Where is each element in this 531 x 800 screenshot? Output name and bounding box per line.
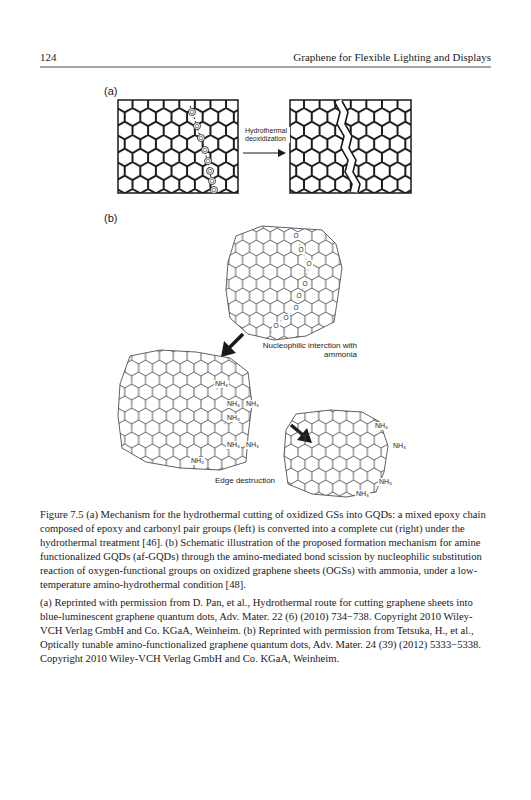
oxygen-label: O [208,168,212,174]
amine-label: NH₃ [226,400,241,408]
oxygen-label: O [199,135,203,141]
amine-label: NH₃ [214,380,229,388]
step-label: Nucleophilic interction with ammonia [256,341,358,359]
panel-label: (b) [104,212,117,225]
oxygen-label: O [212,187,216,193]
amine-label: NH₃ [245,400,260,408]
arrow-label: Hydrothermal deoxidization [244,127,290,143]
oxygen-label: O [305,260,312,267]
amine-label: NH₃ [392,442,407,450]
amine-label: NH₃ [190,457,205,465]
oxygen-label: O [203,147,207,153]
oxygen-label: O [301,280,308,287]
amine-label: NH₃ [245,441,260,449]
permission-note: (a) Reprinted with permission from D. Pa… [40,596,492,666]
oxygen-label: O [282,314,289,321]
oxygen-label: O [195,123,199,129]
page-number: 124 [40,51,57,64]
running-header: Graphene for Flexible Lighting and Displ… [293,51,491,64]
oxygen-label: O [292,232,299,239]
amine-label: NH₃ [226,441,241,449]
oxygen-label: O [295,292,302,299]
amine-label: NH₃ [355,490,370,498]
oxygen-label: O [210,178,214,184]
oxygen-label: O [272,322,279,329]
oxygen-label: O [206,158,210,164]
oxygen-label: O [297,246,304,253]
oxygen-label: O [292,304,299,311]
step-label: Edge destruction [214,476,276,485]
amine-label: NH₃ [226,414,241,422]
figure-caption: Figure 7.5 (a) Mechanism for the hydroth… [40,508,492,592]
panel-label: (a) [104,85,117,98]
oxygen-label: O [190,109,194,115]
amine-label: NH₃ [378,478,393,486]
amine-label: NH₃ [374,422,389,430]
